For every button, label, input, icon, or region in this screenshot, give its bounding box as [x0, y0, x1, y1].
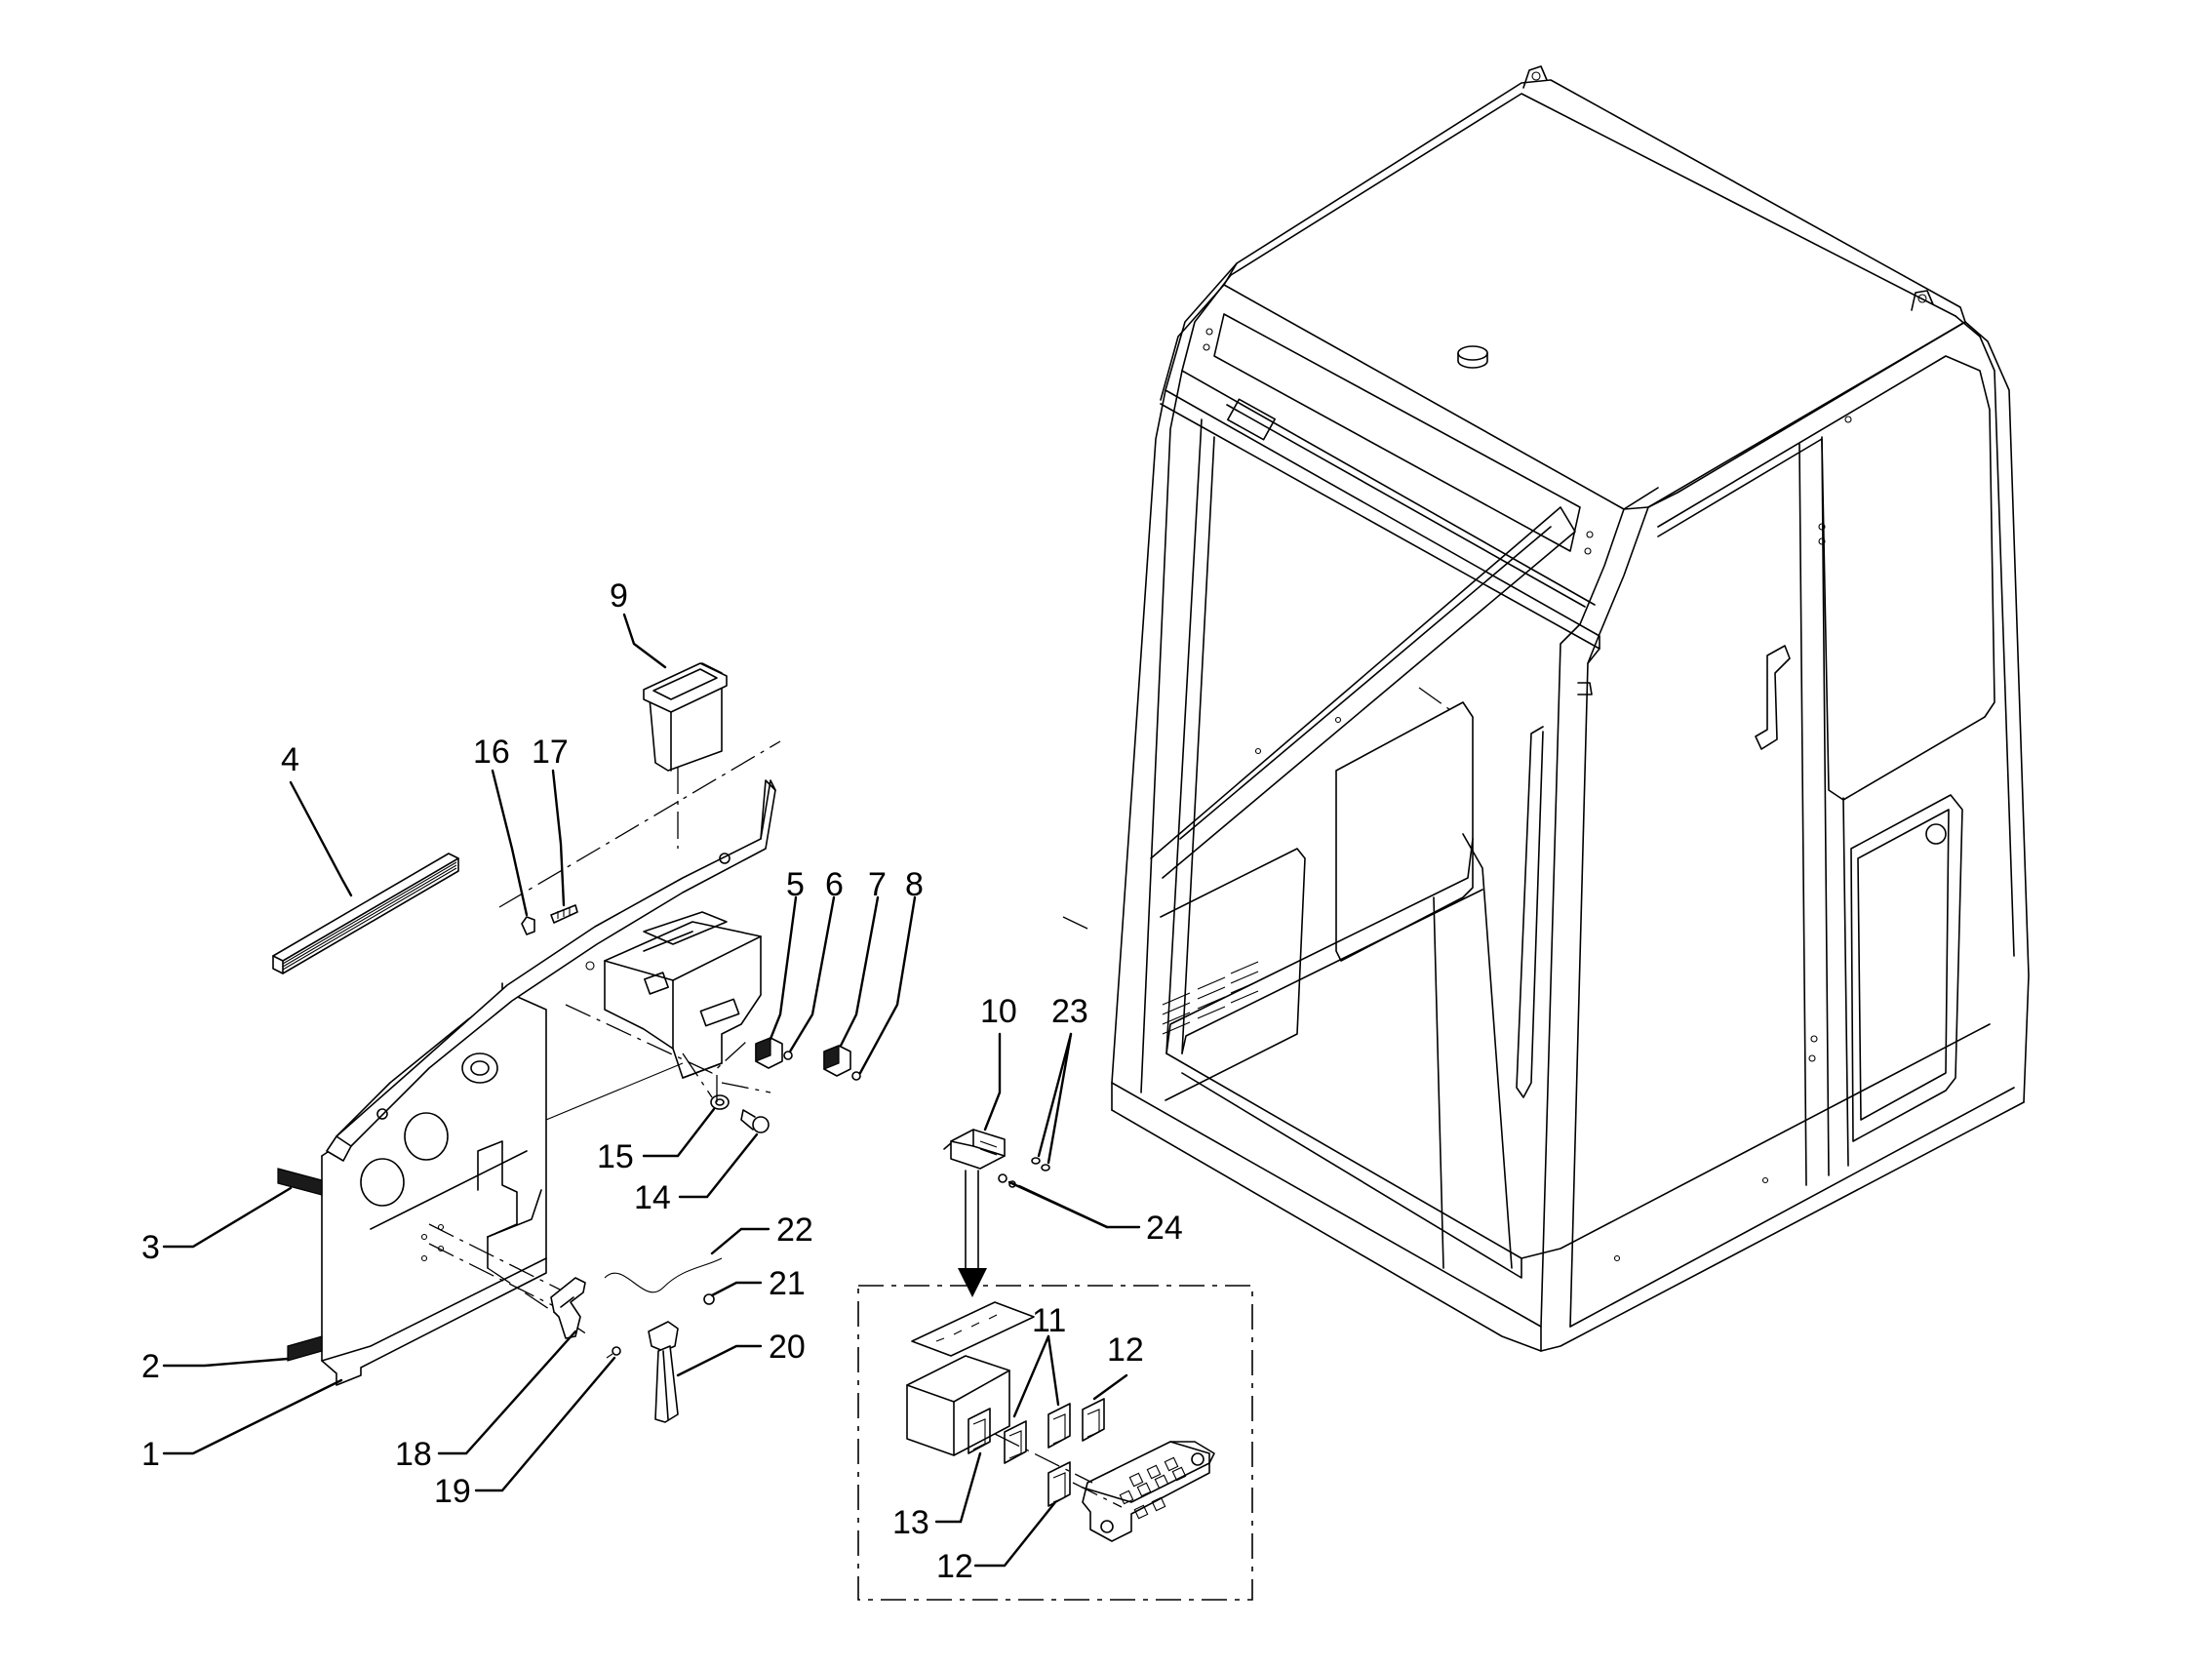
callout-18: 18 [395, 1436, 432, 1473]
callout-11: 11 [1032, 1302, 1066, 1339]
part-18-bracket [550, 1277, 586, 1339]
callout-3: 3 [141, 1229, 160, 1266]
callout-24: 24 [1146, 1210, 1183, 1247]
callout-4: 4 [281, 741, 299, 778]
part-2-strip [287, 1335, 323, 1362]
part-4-trim-strip [272, 853, 459, 974]
callout-7: 7 [868, 866, 887, 903]
part-21-cap [703, 1293, 715, 1305]
callout-2: 2 [141, 1348, 160, 1385]
leader-lines [162, 613, 1141, 1568]
callout-17: 17 [532, 734, 569, 771]
part-23-nuts [1031, 1157, 1050, 1172]
part-14-bolt [740, 1109, 770, 1133]
callout-23: 23 [1051, 993, 1088, 1030]
callout-1: 1 [141, 1436, 160, 1473]
part-7-switch [823, 1045, 851, 1077]
callout-10: 10 [980, 993, 1017, 1030]
part-24-screws [998, 1173, 1016, 1188]
callout-15: 15 [597, 1138, 634, 1175]
callout-19: 19 [434, 1473, 471, 1510]
part-17-clips [550, 904, 578, 924]
part-19-screw [606, 1346, 621, 1359]
cab-vent-grille [1162, 961, 1259, 1035]
part-5-switch [755, 1037, 783, 1069]
relay-detail-view [857, 1285, 1253, 1601]
part-20-lever [648, 1321, 679, 1423]
callout-13: 13 [892, 1504, 929, 1541]
callout-22: 22 [776, 1211, 813, 1249]
callout-5: 5 [786, 866, 805, 903]
callout-labels: 1 2 3 4 5 6 7 8 9 10 11 12 12 13 14 15 1… [141, 577, 1183, 1585]
part-22-wire [604, 1257, 723, 1293]
part-9-storage-pocket [643, 662, 728, 772]
callout-8: 8 [905, 866, 924, 903]
callout-20: 20 [769, 1329, 806, 1366]
assembly-centerlines [428, 687, 1454, 1337]
side-console-panel [321, 779, 776, 1386]
operator-cab [1111, 65, 2030, 1352]
part-6-nut [783, 1051, 793, 1060]
callout-21: 21 [769, 1265, 806, 1302]
callout-12a: 12 [1107, 1331, 1144, 1369]
callout-6: 6 [825, 866, 844, 903]
callout-12b: 12 [936, 1548, 973, 1585]
part-3-strip [277, 1168, 323, 1196]
part-10-relay-base [943, 1129, 1006, 1170]
part-15-washer [710, 1094, 730, 1110]
callout-9: 9 [610, 577, 628, 615]
callout-16: 16 [473, 734, 510, 771]
callout-14: 14 [634, 1179, 671, 1216]
part-8-nut [851, 1071, 861, 1081]
